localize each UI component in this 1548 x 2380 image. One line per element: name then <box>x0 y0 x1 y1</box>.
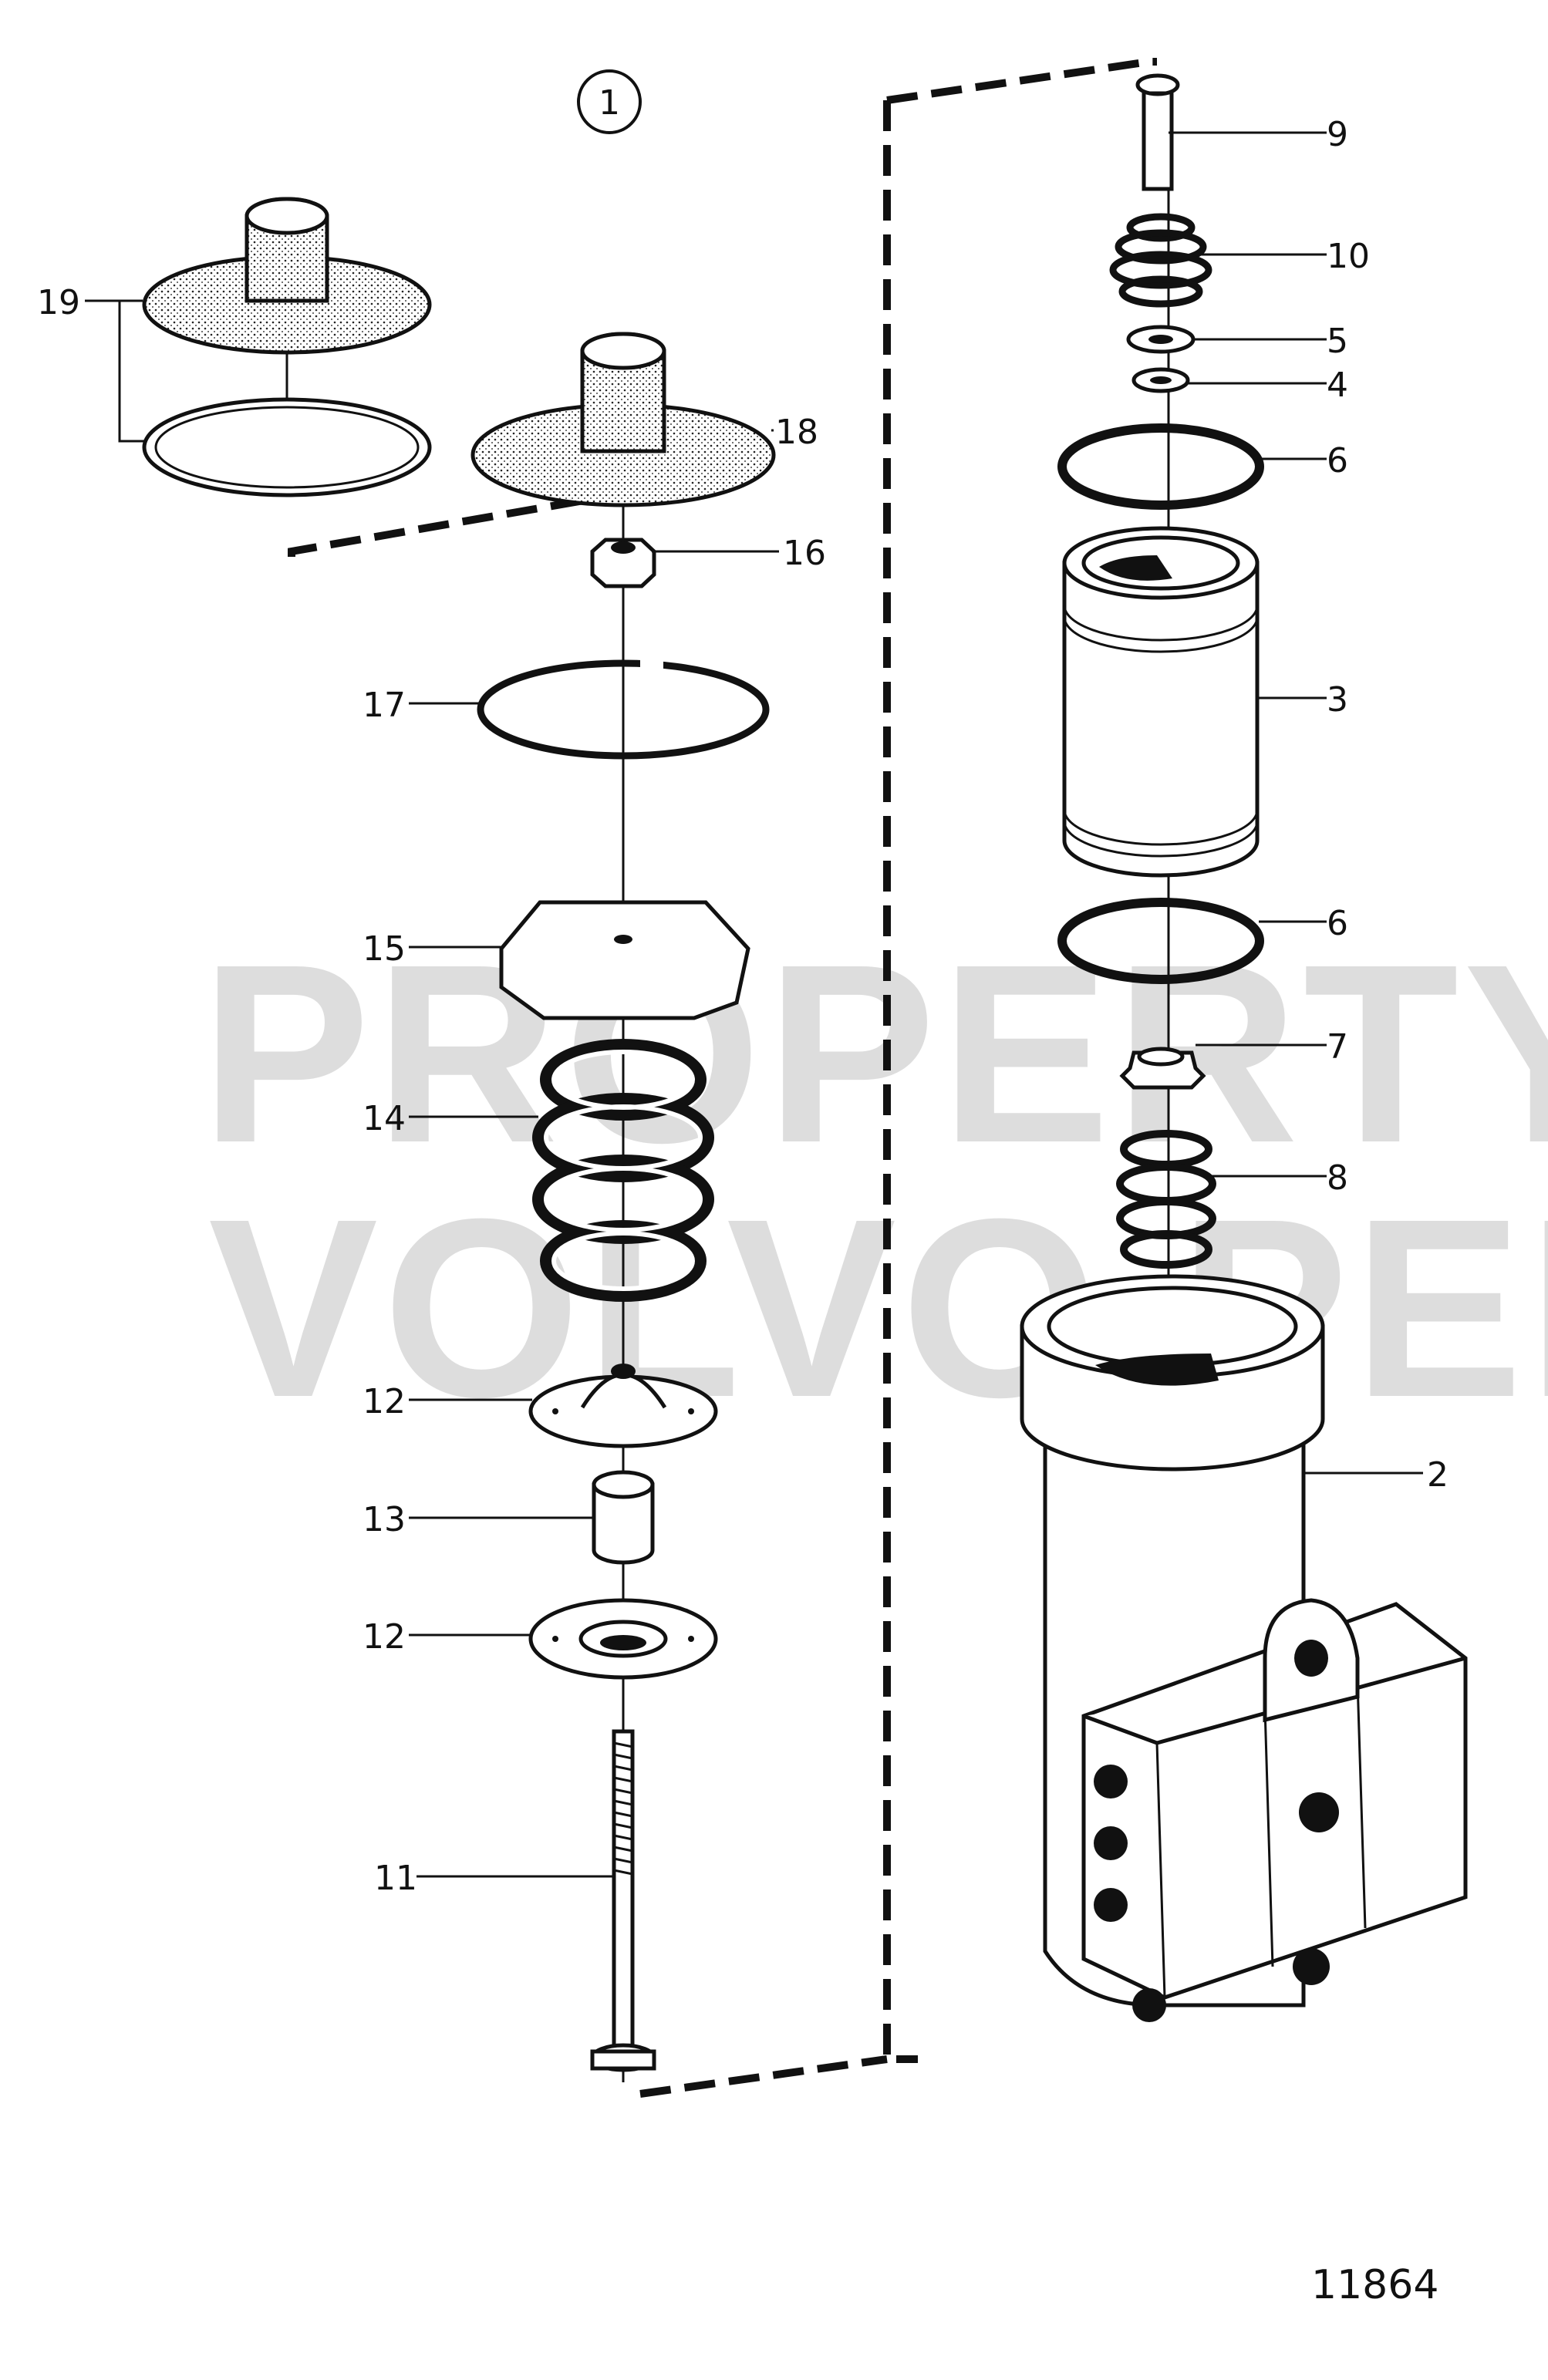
callout-12-upper: 12 <box>363 1382 406 1421</box>
callout-2: 2 <box>1427 1455 1449 1495</box>
callout-6-lower: 6 <box>1327 904 1348 943</box>
callout-17: 17 <box>363 686 406 725</box>
part-12-washer-upper <box>528 1364 718 1448</box>
callout-18: 18 <box>775 413 818 452</box>
callouts: 9 10 5 4 6 3 6 7 8 2 18 16 19 17 15 14 <box>37 115 1449 1898</box>
part-19-cap-and-ring <box>142 197 432 497</box>
view-number: 1 <box>599 83 620 123</box>
part-7-clip <box>1119 1047 1206 1090</box>
part-10-spring <box>1109 213 1212 308</box>
callout-12-lower: 12 <box>363 1617 406 1657</box>
part-16-nut <box>590 538 656 588</box>
view-number-badge: 1 <box>577 69 642 134</box>
part-17-snap-ring <box>477 656 770 760</box>
drawing-number: 11864 <box>1311 2262 1438 2308</box>
part-11-bolt <box>590 1729 656 2072</box>
part-18-cap <box>470 332 776 507</box>
callout-13: 13 <box>363 1500 406 1539</box>
callout-16: 16 <box>783 534 826 573</box>
part-6-oring-upper <box>1057 423 1264 510</box>
part-4-washer <box>1131 367 1190 393</box>
callout-14: 14 <box>363 1099 406 1138</box>
callout-4: 4 <box>1327 366 1348 405</box>
callout-8: 8 <box>1327 1158 1348 1198</box>
part-8-spring <box>1116 1130 1216 1269</box>
part-6-oring-lower <box>1057 898 1264 984</box>
callout-7: 7 <box>1327 1027 1348 1067</box>
part-5-washer <box>1126 325 1196 354</box>
watermark-line1: PROPERTY OF <box>201 911 1548 1195</box>
part-14-spring <box>532 1039 714 1302</box>
callout-3: 3 <box>1327 680 1348 720</box>
callout-9: 9 <box>1327 115 1348 154</box>
callout-10: 10 <box>1327 237 1370 276</box>
part-3-cylinder-liner <box>1062 526 1260 878</box>
callout-15: 15 <box>363 929 406 969</box>
assembly-connector-lines <box>288 58 1157 2098</box>
callout-19: 19 <box>37 283 80 322</box>
watermark: PROPERTY OF VOLVO PENTA <box>201 911 1548 1450</box>
part-2-valve-housing <box>1020 1274 1468 2022</box>
part-12-washer-lower <box>528 1598 718 1680</box>
callout-11: 11 <box>374 1859 417 1898</box>
callout-6-upper: 6 <box>1327 441 1348 480</box>
callout-5: 5 <box>1327 322 1348 361</box>
part-15-hex-plate <box>499 900 750 1020</box>
part-13-bushing <box>592 1470 655 1565</box>
watermark-line2: VOLVO PENTA <box>208 1165 1548 1450</box>
part-9-pin <box>1135 73 1180 191</box>
